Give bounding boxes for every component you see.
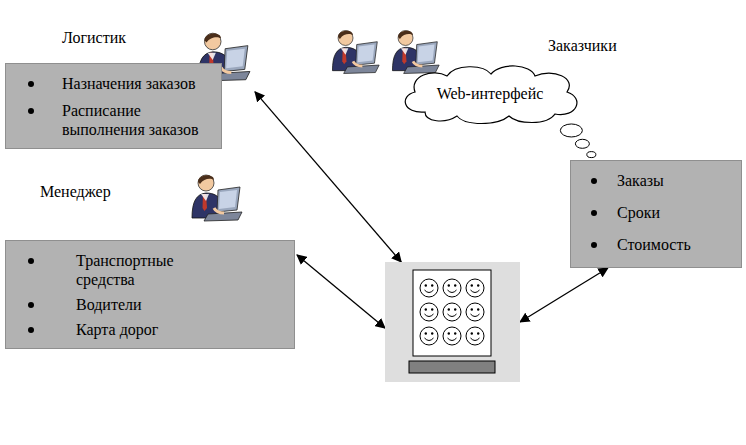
bullet-text: Водители (76, 295, 216, 314)
server-node (385, 262, 520, 382)
bullet-text: Заказы (617, 171, 733, 190)
grey-panel: ЗаказыСрокиСтоимость (570, 160, 742, 268)
bullet-item: Карта дорог (28, 320, 286, 339)
panel-node: ЗаказыСрокиСтоимость (570, 160, 742, 268)
bullet-item: Назначения заказов (28, 74, 213, 93)
bullet-dot (28, 108, 34, 114)
customer-icon (332, 31, 379, 74)
bullet-dot (28, 302, 34, 308)
bullet-dot (28, 327, 34, 333)
bullet-dot (28, 81, 34, 87)
bullet-dot (591, 178, 597, 184)
role-heading: Логистик (62, 28, 126, 47)
bullet-text: Стоимость (617, 235, 733, 254)
manager-icon (192, 175, 242, 221)
bullet-item: Транспортные средства (28, 251, 286, 289)
cloud-text-wrap: Web-интерфейс (395, 62, 585, 124)
group-label: Заказчики (548, 36, 617, 55)
bullet-text: Карта дорог (76, 320, 216, 339)
double-arrow (520, 268, 608, 322)
bullet-item: Стоимость (591, 235, 733, 254)
customer-icon (392, 31, 439, 74)
bullet-item: Заказы (591, 171, 733, 190)
bullet-text: Расписание выполнения заказов (62, 101, 212, 139)
bullet-item: Водители (28, 295, 286, 314)
grey-panel: Транспортные средстваВодителиКарта дорог (5, 240, 295, 349)
role-heading: Менеджер (40, 182, 111, 201)
bullet-dot (28, 258, 34, 264)
cloud-node: Web-интерфейс (395, 62, 585, 124)
cloud-text: Web-интерфейс (437, 84, 544, 103)
bullet-dot (591, 210, 597, 216)
server-illustration (385, 262, 520, 382)
bullet-item: Расписание выполнения заказов (28, 101, 213, 139)
panel-node: МенеджерТранспортные средстваВодителиКар… (5, 168, 297, 349)
thought-bubbles (560, 124, 595, 158)
bullet-dot (591, 242, 597, 248)
bullet-text: Сроки (617, 203, 733, 222)
panel-node: ЛогистикНазначения заказовРасписание вып… (5, 22, 255, 149)
double-arrow (255, 92, 401, 262)
double-arrow (297, 255, 385, 328)
grey-panel: Назначения заказовРасписание выполнения … (5, 63, 222, 149)
bullet-text: Назначения заказов (62, 74, 212, 93)
bullet-item: Сроки (591, 203, 733, 222)
bullet-text: Транспортные средства (76, 251, 216, 289)
